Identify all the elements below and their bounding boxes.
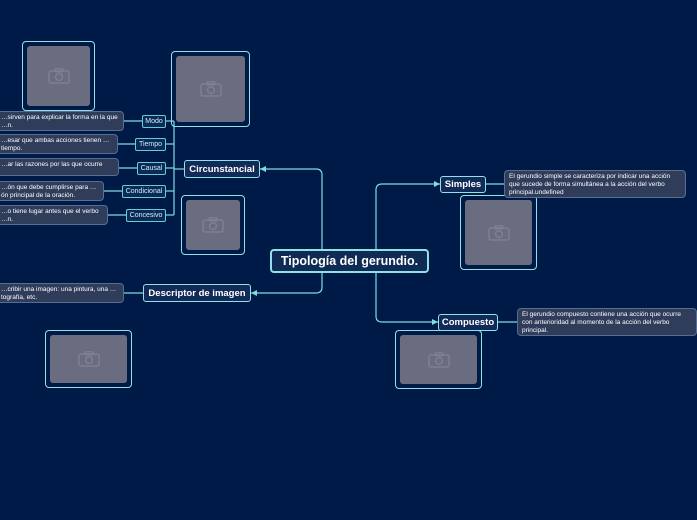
topic-descriptor-de-imagen[interactable]: Descriptor de imagen — [143, 284, 251, 302]
camera-icon — [487, 224, 510, 241]
image-placeholder[interactable] — [22, 41, 95, 111]
image-placeholder-fill — [176, 56, 245, 122]
image-placeholder-fill — [400, 335, 477, 384]
topic-simples[interactable]: Simples — [440, 176, 486, 193]
note-concesivo[interactable]: …o tiene lugar antes que el verbo …n. — [0, 205, 108, 225]
note-simples[interactable]: El gerundio simple se caracteriza por in… — [504, 170, 686, 198]
subtopic-causal[interactable]: Causal — [137, 162, 166, 175]
root-topic[interactable]: Tipología del gerundio. — [270, 249, 429, 273]
image-placeholder-fill — [50, 335, 127, 383]
topic-compuesto[interactable]: Compuesto — [438, 314, 498, 331]
image-placeholder[interactable] — [45, 330, 132, 388]
subtopic-modo[interactable]: Modo — [142, 115, 166, 128]
topic-circunstancial[interactable]: Circunstancial — [184, 160, 260, 178]
note-modo[interactable]: …sirven para explicar la forma en la que… — [0, 111, 124, 131]
camera-icon — [199, 81, 222, 97]
image-placeholder[interactable] — [460, 195, 537, 270]
camera-icon — [202, 217, 224, 233]
image-placeholder-fill — [465, 200, 532, 265]
note-condicional[interactable]: …ón que debe cumplirse para …ón principa… — [0, 181, 104, 201]
subtopic-condicional[interactable]: Condicional — [122, 185, 166, 198]
image-placeholder[interactable] — [395, 330, 482, 389]
subtopic-concesivo[interactable]: Concesivo — [126, 209, 166, 222]
note-descriptor[interactable]: …cribir una imagen: una pintura, una …to… — [0, 283, 124, 303]
note-compuesto[interactable]: El gerundio compuesto contiene una acció… — [517, 308, 697, 336]
note-tiempo[interactable]: …esar que ambas acciones tienen …tiempo. — [0, 134, 118, 154]
subtopic-tiempo[interactable]: Tiempo — [135, 138, 166, 151]
image-placeholder-fill — [27, 46, 90, 106]
camera-icon — [427, 351, 450, 368]
image-placeholder[interactable] — [181, 195, 245, 255]
camera-icon — [77, 351, 100, 367]
note-causal[interactable]: …ar las razones por las que ocurre — [0, 158, 119, 176]
image-placeholder[interactable] — [171, 51, 250, 127]
camera-icon — [47, 68, 70, 84]
image-placeholder-fill — [186, 200, 240, 250]
